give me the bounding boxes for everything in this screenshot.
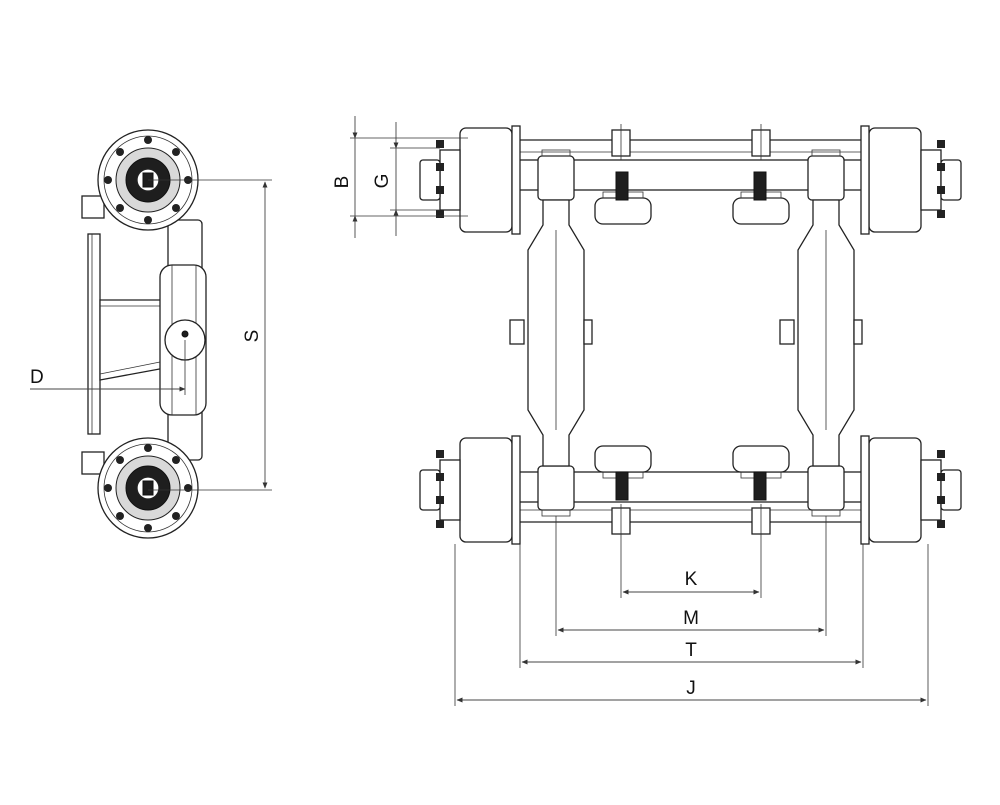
mounting-plate — [87, 233, 101, 435]
dimension-j: J — [454, 544, 929, 706]
brake-drum-bottom-left — [419, 435, 521, 545]
dimension-m: M — [555, 516, 827, 636]
slack-adjuster-top-right — [751, 124, 771, 160]
top-view: B G K M T — [332, 116, 962, 706]
dimension-g: G — [372, 122, 440, 236]
lower-wheel-hub — [81, 437, 199, 539]
brake-chamber-top-right — [732, 171, 790, 225]
dimension-label-b: B — [332, 176, 353, 189]
brake-drum-top-right — [860, 125, 962, 235]
slack-adjuster-bottom-left — [611, 504, 631, 545]
spring-seat-top-left — [537, 149, 575, 201]
dimension-label-g: G — [372, 174, 393, 189]
trailing-arm-left — [509, 199, 593, 467]
spring-seat-bottom-left — [537, 465, 575, 517]
dimension-b: B — [332, 116, 468, 238]
spring-seat-top-right — [807, 149, 845, 201]
brake-chamber-bottom-right — [732, 445, 790, 501]
lower-axle-beam — [517, 471, 864, 523]
trailing-arm-right — [779, 199, 863, 467]
brake-drum-top-left — [419, 125, 521, 235]
dimension-label-k: K — [685, 569, 698, 590]
slack-adjuster-top-left — [611, 124, 631, 160]
dimension-k: K — [620, 545, 762, 598]
dimension-s: S — [148, 179, 272, 491]
wheel-studs — [436, 140, 945, 528]
dimension-label-j: J — [686, 678, 696, 699]
brake-chamber-top-left — [594, 171, 652, 225]
dimension-label-m: M — [683, 608, 699, 629]
slack-adjuster-bottom-right — [751, 504, 771, 545]
dimension-label-d: D — [30, 367, 44, 388]
dimension-t: T — [519, 544, 864, 668]
side-view: S D — [30, 129, 272, 539]
brake-drum-bottom-right — [860, 435, 962, 545]
dimension-label-t: T — [685, 640, 697, 661]
dimension-label-s: S — [242, 330, 263, 343]
spring-seat-bottom-right — [807, 465, 845, 517]
dimension-d: D — [30, 340, 186, 395]
brake-chamber-bottom-left — [594, 445, 652, 501]
